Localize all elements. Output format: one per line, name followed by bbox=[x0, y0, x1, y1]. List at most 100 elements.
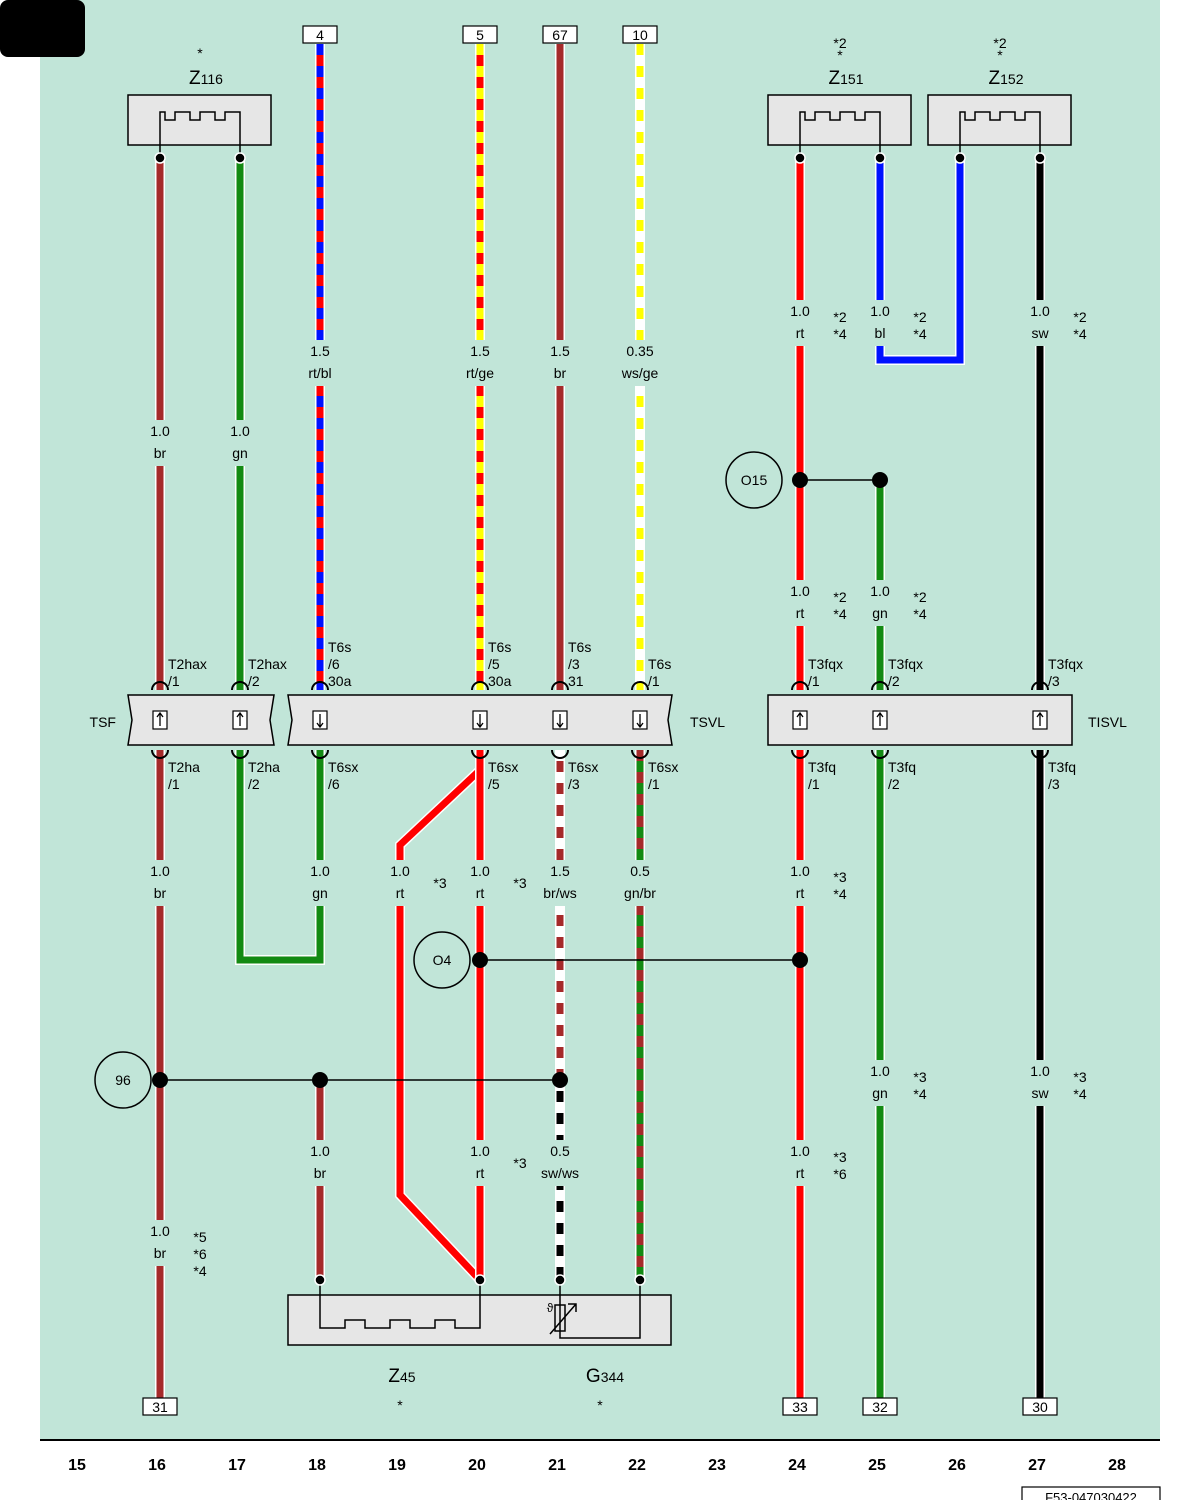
ref-top-label-2: 67 bbox=[552, 27, 568, 43]
wire-note-w24a-0: *2 bbox=[833, 309, 846, 325]
component-bottom-pin-0 bbox=[314, 1274, 326, 1286]
column-number-28: 28 bbox=[1108, 1457, 1126, 1474]
splice-dot-o15-a bbox=[792, 472, 808, 488]
wire-note-w27c-1: *4 bbox=[1073, 1086, 1086, 1102]
wire-note-w24b-1: *4 bbox=[833, 606, 846, 622]
splice-dot-o4-a bbox=[472, 952, 488, 968]
component-letter-z151: Z bbox=[829, 68, 841, 89]
wire-label-bg-w22a bbox=[616, 340, 664, 386]
wire-label-bg-w25c bbox=[866, 1060, 894, 1106]
component-letter-z152: Z bbox=[989, 68, 1001, 89]
wire-color-w21b: br/ws bbox=[543, 885, 576, 901]
pin-label-t3fqx3-1: /3 bbox=[1048, 673, 1060, 689]
connector-pin-7-top-arc bbox=[871, 681, 889, 691]
connector-pin-8-top-arc bbox=[1031, 681, 1049, 691]
column-number-17: 17 bbox=[228, 1457, 246, 1474]
pin-label-t6sx5-0: T6sx bbox=[488, 759, 518, 775]
wire-label-bg-w21b bbox=[536, 860, 584, 906]
pin-label-t2hax2-1: /2 bbox=[248, 673, 260, 689]
wire-label-bg-w21c bbox=[536, 1140, 584, 1186]
component-label-z116: Z116 bbox=[189, 68, 223, 89]
ref-top-label-1: 5 bbox=[476, 27, 484, 43]
wire-label-bg-w16a bbox=[146, 420, 174, 466]
wire-note-w16c-2: *4 bbox=[193, 1263, 206, 1279]
wire-note-w24b-0: *2 bbox=[833, 589, 846, 605]
wire-gauge-w27c: 1.0 bbox=[1030, 1063, 1050, 1079]
pin-label-t6s5-2: 30a bbox=[488, 673, 512, 689]
wire-color-w25a: bl bbox=[875, 325, 886, 341]
connector-pin-6-top-arc bbox=[791, 681, 809, 691]
wire-gauge-w22b: 0.5 bbox=[630, 863, 650, 879]
ref-bottom-label-3: 30 bbox=[1032, 1399, 1048, 1415]
connector-pin-2-bottom-arc bbox=[311, 749, 329, 759]
ref-bottom-label-2: 32 bbox=[872, 1399, 888, 1415]
wire-color-w24d: rt bbox=[796, 1165, 805, 1181]
component-note-g344: * bbox=[597, 1397, 603, 1413]
connector-tsf bbox=[127, 694, 275, 746]
connector-label-tsf: TSF bbox=[90, 714, 116, 730]
column-number-18: 18 bbox=[308, 1457, 326, 1474]
component-note-z151: *2 bbox=[833, 35, 846, 51]
wire-note-w24c-0: *3 bbox=[833, 869, 846, 885]
component-letter-z116: Z bbox=[189, 68, 201, 89]
component-note2-z152: * bbox=[997, 47, 1003, 63]
connector-pin-2-top-arc bbox=[311, 681, 329, 691]
connector-pin-0-arrow bbox=[156, 711, 164, 726]
column-number-25: 25 bbox=[868, 1457, 886, 1474]
wire-gauge-w27a: 1.0 bbox=[1030, 303, 1050, 319]
wire-color-w16c: br bbox=[154, 1245, 167, 1261]
connector-pin-5-bottom-arc bbox=[631, 749, 649, 759]
wire-color-w21c: sw/ws bbox=[541, 1165, 579, 1181]
component-z151-element bbox=[799, 111, 881, 158]
connector-pin-0-top-arc bbox=[151, 681, 169, 691]
component-top-pin-2 bbox=[794, 152, 806, 164]
pin-label-t6sx3-1: /3 bbox=[568, 776, 580, 792]
ref-top-box-2 bbox=[542, 25, 578, 44]
wire-gauge-w21a: 1.5 bbox=[550, 343, 570, 359]
pin-label-t2hax2-0: T2hax bbox=[248, 656, 287, 672]
wire-label-bg-w17a bbox=[226, 420, 254, 466]
wire-gauge-w24c: 1.0 bbox=[790, 863, 810, 879]
wire-color-w18a: rt/bl bbox=[308, 365, 331, 381]
pin-label-t6s6-0: T6s bbox=[328, 639, 351, 655]
wire-gauge-w24d: 1.0 bbox=[790, 1143, 810, 1159]
ref-bottom-box-1 bbox=[782, 1397, 818, 1416]
pin-label-t6s1-0: T6s bbox=[648, 656, 671, 672]
wire-color-w27c: sw bbox=[1031, 1085, 1049, 1101]
wire-19-bridge bbox=[396, 767, 483, 1283]
component-label-z152: Z152 bbox=[989, 68, 1024, 89]
sheet-id-label: F53-047030422 bbox=[1045, 1490, 1137, 1500]
component-number-g344: 344 bbox=[601, 1369, 625, 1385]
wire-gauge-w20c: 1.0 bbox=[470, 1143, 490, 1159]
wire-label-bg-w27c bbox=[1026, 1060, 1054, 1106]
ref-bottom-box-2 bbox=[862, 1397, 898, 1416]
wire-gauge-w20a: 1.5 bbox=[470, 343, 490, 359]
wire-color-w18c: br bbox=[314, 1165, 327, 1181]
pin-label-t2ha1-1: /1 bbox=[168, 776, 180, 792]
wire-color-w16b: br bbox=[154, 885, 167, 901]
wire-label-bg-w25b bbox=[866, 580, 894, 626]
connector-pin-0-bottom-arc bbox=[151, 749, 169, 759]
wire-color-w20a: rt/ge bbox=[466, 365, 494, 381]
component-label-z151: Z151 bbox=[829, 68, 864, 89]
component-z151-box bbox=[767, 94, 912, 146]
connector-pin-8-bottom-arc bbox=[1031, 749, 1049, 759]
node-o4-circle bbox=[413, 931, 471, 989]
wire-label-bg-w18c bbox=[306, 1140, 334, 1186]
pin-label-t2ha2-1: /2 bbox=[248, 776, 260, 792]
pin-label-t6s3-2: 31 bbox=[568, 673, 584, 689]
pin-label-t6sx5-1: /5 bbox=[488, 776, 500, 792]
wire-note-w27a-0: *2 bbox=[1073, 309, 1086, 325]
wire-color-w16a: br bbox=[154, 445, 167, 461]
wire-gauge-w24a: 1.0 bbox=[790, 303, 810, 319]
pin-label-t6sx6-1: /6 bbox=[328, 776, 340, 792]
connector-pin-6-bottom-arc bbox=[791, 749, 809, 759]
connector-pin-3-bottom-arc bbox=[471, 749, 489, 759]
wire-color-w24a: rt bbox=[796, 325, 805, 341]
node-o4-label: O4 bbox=[433, 952, 452, 968]
wire-note-w25b-1: *4 bbox=[913, 606, 926, 622]
column-number-27: 27 bbox=[1028, 1457, 1046, 1474]
pin-label-t6s3-0: T6s bbox=[568, 639, 591, 655]
wire-color-w18b: gn bbox=[312, 885, 328, 901]
labels-layer: 1.0br1.0gn1.5rt/bl1.5rt/ge1.5br0.35ws/ge… bbox=[40, 25, 1161, 1500]
